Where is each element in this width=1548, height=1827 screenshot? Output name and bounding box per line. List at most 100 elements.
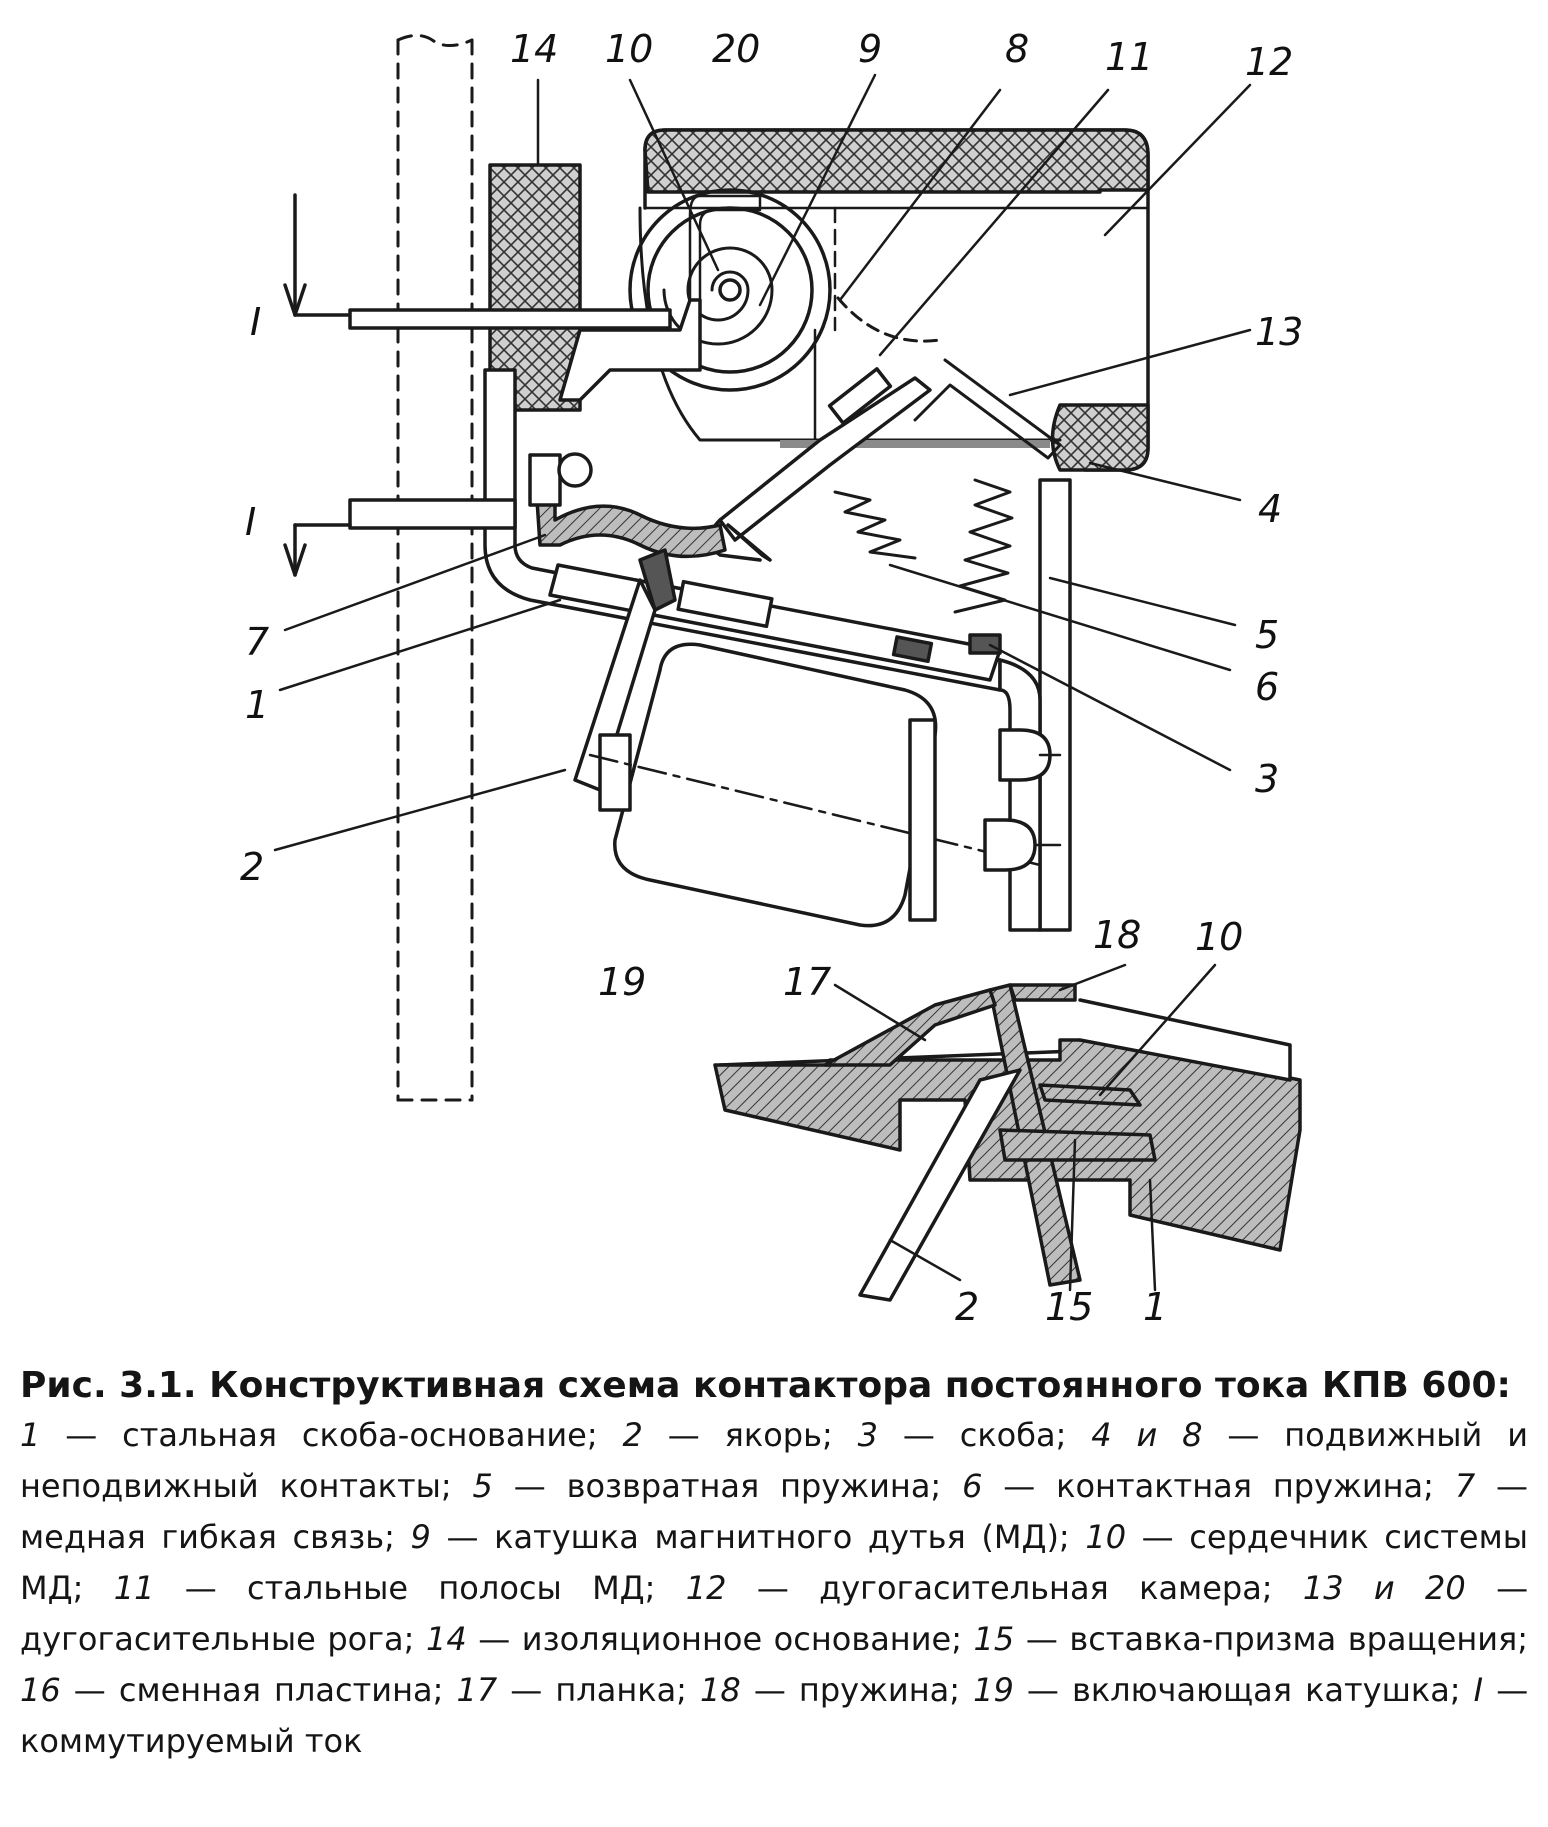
- mounting-frame: [396, 34, 474, 1102]
- contactor-diagram: 14 10 20 9 8 11 12 I 13 4 I 5 7 6 1 3 2 …: [240, 27, 1303, 1329]
- moving-contact: [708, 367, 932, 562]
- caption-item: 11 — стальные полосы МД;: [114, 1569, 656, 1607]
- detail-label-15: 15: [1045, 1285, 1093, 1329]
- caption-item-key: I: [1473, 1671, 1484, 1709]
- caption-item: I — коммутируемый ток: [20, 1671, 1528, 1760]
- label-19: 19: [598, 960, 646, 1004]
- caption-item-key: 11: [113, 1569, 155, 1607]
- upper-terminal: [283, 193, 702, 402]
- caption-item-key: 7: [1454, 1467, 1476, 1505]
- label-5: 5: [1255, 613, 1279, 657]
- flexible-link: [533, 468, 727, 559]
- caption-item: 16 — сменная пластина;: [20, 1671, 443, 1709]
- label-6: 6: [1255, 665, 1279, 709]
- label-1: 1: [245, 683, 269, 727]
- label-8: 8: [1005, 27, 1029, 71]
- blowout-coil: [628, 188, 832, 392]
- caption-item: 17 — планка;: [456, 1671, 687, 1709]
- caption-title: Рис. 3.1. Конструктивная схема контактор…: [20, 1362, 1528, 1410]
- caption-item-key: 3: [857, 1416, 878, 1454]
- caption-item-key: 15: [973, 1620, 1015, 1658]
- label-I-lower: I: [245, 500, 256, 544]
- armature: [548, 548, 1002, 792]
- caption-item-text: — изоляционное основание;: [478, 1620, 962, 1658]
- caption-item-key: 9: [410, 1518, 431, 1556]
- callouts: 14 10 20 9 8 11 12 I 13 4 I 5 7 6 1 3 2 …: [240, 27, 1303, 1329]
- caption-item-text: — сменная пластина;: [73, 1671, 444, 1709]
- caption-item-key: 4 и 8: [1091, 1416, 1203, 1454]
- label-13: 13: [1255, 310, 1303, 354]
- caption-item-key: 14: [425, 1620, 467, 1658]
- caption-item-text: — контактная пружина;: [1003, 1467, 1434, 1505]
- label-14: 14: [510, 27, 558, 71]
- label-9: 9: [858, 27, 882, 71]
- caption-item-text: — сердечник системы МД;: [20, 1518, 1528, 1607]
- caption-item: 18 — пружина;: [700, 1671, 960, 1709]
- caption-item: 1 — стальная скоба-основание;: [20, 1416, 598, 1454]
- caption-item-text: — дугогасительные рога;: [20, 1569, 1529, 1658]
- label-10: 10: [605, 27, 653, 71]
- label-4: 4: [1258, 487, 1282, 531]
- caption-item: 19 — включающая катушка;: [973, 1671, 1460, 1709]
- caption-item-key: 2: [622, 1416, 643, 1454]
- figure-caption: Рис. 3.1. Конструктивная схема контактор…: [20, 1362, 1528, 1767]
- caption-item-key: 10: [1085, 1518, 1127, 1556]
- label-12: 12: [1245, 40, 1293, 84]
- closing-coil: [588, 642, 1042, 928]
- caption-item-text: — стальная скоба-основание;: [65, 1416, 598, 1454]
- arc-horn-13: [913, 358, 1062, 460]
- label-7: 7: [245, 620, 269, 664]
- caption-item: 14 — изоляционное основание;: [426, 1620, 962, 1658]
- label-2: 2: [240, 845, 264, 889]
- lower-terminal: [283, 498, 517, 577]
- caption-item: 7 — медная гибкая связь;: [20, 1467, 1528, 1556]
- caption-item: 2 — якорь;: [623, 1416, 833, 1454]
- caption-item: 6 — контактная пружина;: [962, 1467, 1434, 1505]
- caption-item-text: — возвратная пружина;: [513, 1467, 942, 1505]
- detail-pivot: [713, 983, 1302, 1302]
- caption-figure-number: Рис. 3.1.: [20, 1365, 197, 1406]
- caption-item-text: — якорь;: [667, 1416, 833, 1454]
- caption-item-text: — скоба;: [902, 1416, 1067, 1454]
- caption-item-key: 1: [20, 1416, 41, 1454]
- caption-item-text: — пружина;: [753, 1671, 961, 1709]
- detail-label-18: 18: [1093, 913, 1141, 957]
- caption-item: 5 — возвратная пружина;: [473, 1467, 942, 1505]
- caption-item-key: 13 и 20: [1302, 1569, 1466, 1607]
- caption-item-text: — планка;: [510, 1671, 687, 1709]
- label-20: 20: [712, 27, 760, 71]
- caption-item-key: 16: [20, 1671, 61, 1709]
- caption-item-text: — катушка магнитного дутья (МД);: [446, 1518, 1070, 1556]
- caption-item-text: — включающая катушка;: [1026, 1671, 1461, 1709]
- caption-title-text: Конструктивная схема контактора постоянн…: [209, 1365, 1511, 1406]
- caption-item-key: 17: [456, 1671, 498, 1709]
- caption-item-text: — коммутируемый ток: [20, 1671, 1529, 1760]
- label-3: 3: [1255, 757, 1279, 801]
- caption-item-key: 6: [962, 1467, 983, 1505]
- arc-chute: [643, 128, 1150, 472]
- caption-item: 10 — сердечник системы МД;: [20, 1518, 1528, 1607]
- caption-item-key: 19: [973, 1671, 1014, 1709]
- caption-item: 13 и 20 — дугогасительные рога;: [20, 1569, 1528, 1658]
- caption-item-text: — стальные полосы МД;: [184, 1569, 656, 1607]
- caption-item-text: — вставка-призма вращения;: [1025, 1620, 1529, 1658]
- caption-item-text: — медная гибкая связь;: [20, 1467, 1529, 1556]
- caption-item: 3 — скоба;: [858, 1416, 1067, 1454]
- caption-item-key: 12: [685, 1569, 727, 1607]
- caption-item: 9 — катушка магнитного дутья (МД);: [411, 1518, 1070, 1556]
- caption-item: 4 и 8 — подвижный и неподвижный контакты…: [20, 1416, 1528, 1505]
- detail-label-2: 2: [955, 1285, 979, 1329]
- label-11: 11: [1105, 35, 1153, 79]
- caption-item-text: — дугогасительная камера;: [756, 1569, 1273, 1607]
- bracket-bolts: [983, 728, 1062, 872]
- caption-item: 15 — вставка-призма вращения;: [974, 1620, 1529, 1658]
- label-I-upper: I: [250, 300, 261, 344]
- detail-label-17: 17: [783, 960, 831, 1004]
- detail-label-1: 1: [1143, 1285, 1167, 1329]
- arc-path-dashed: [836, 296, 942, 343]
- caption-item-key: 5: [472, 1467, 493, 1505]
- leader-lines: [273, 73, 1252, 1292]
- caption-item: 12 — дугогасительная камера;: [686, 1569, 1273, 1607]
- return-spring: [833, 490, 917, 560]
- caption-item-text: — подвижный и неподвижный контакты;: [20, 1416, 1528, 1505]
